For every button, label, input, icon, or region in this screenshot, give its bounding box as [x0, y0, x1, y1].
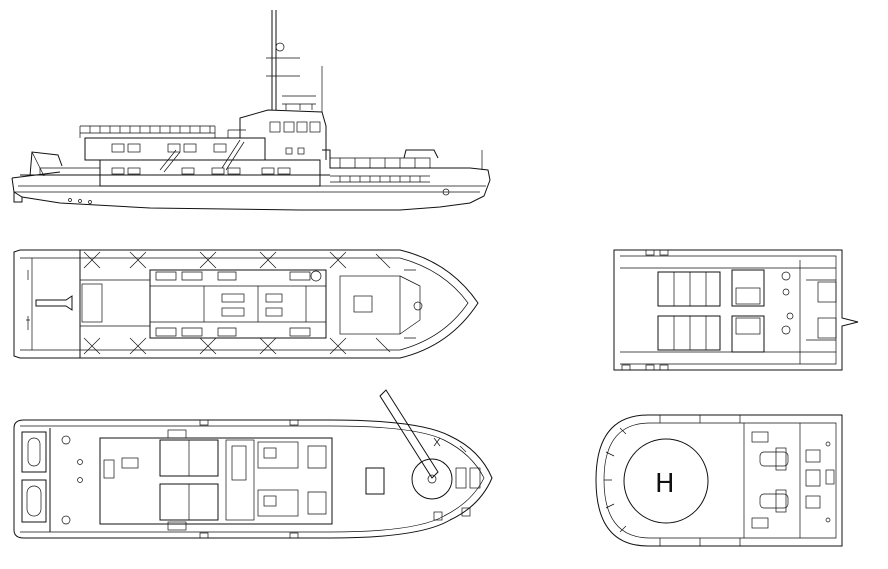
- windows-lower-deck: [111, 167, 291, 175]
- main-deck-plan-view: [13, 249, 479, 359]
- helipad-circle: [623, 438, 709, 524]
- upper-deck-plan-view: [13, 389, 493, 539]
- side-elevation-view: [11, 10, 491, 211]
- windows-upper-deck: [111, 143, 227, 153]
- aft-deck-plan-view: [613, 249, 859, 371]
- helipad-marking: H: [655, 469, 675, 499]
- main-deck-outline: [13, 249, 479, 359]
- helideck-plan-view: H: [595, 414, 843, 547]
- hull-profile: [11, 149, 491, 211]
- helideck-outline: [595, 414, 843, 547]
- upper-deck-outline: [13, 419, 493, 539]
